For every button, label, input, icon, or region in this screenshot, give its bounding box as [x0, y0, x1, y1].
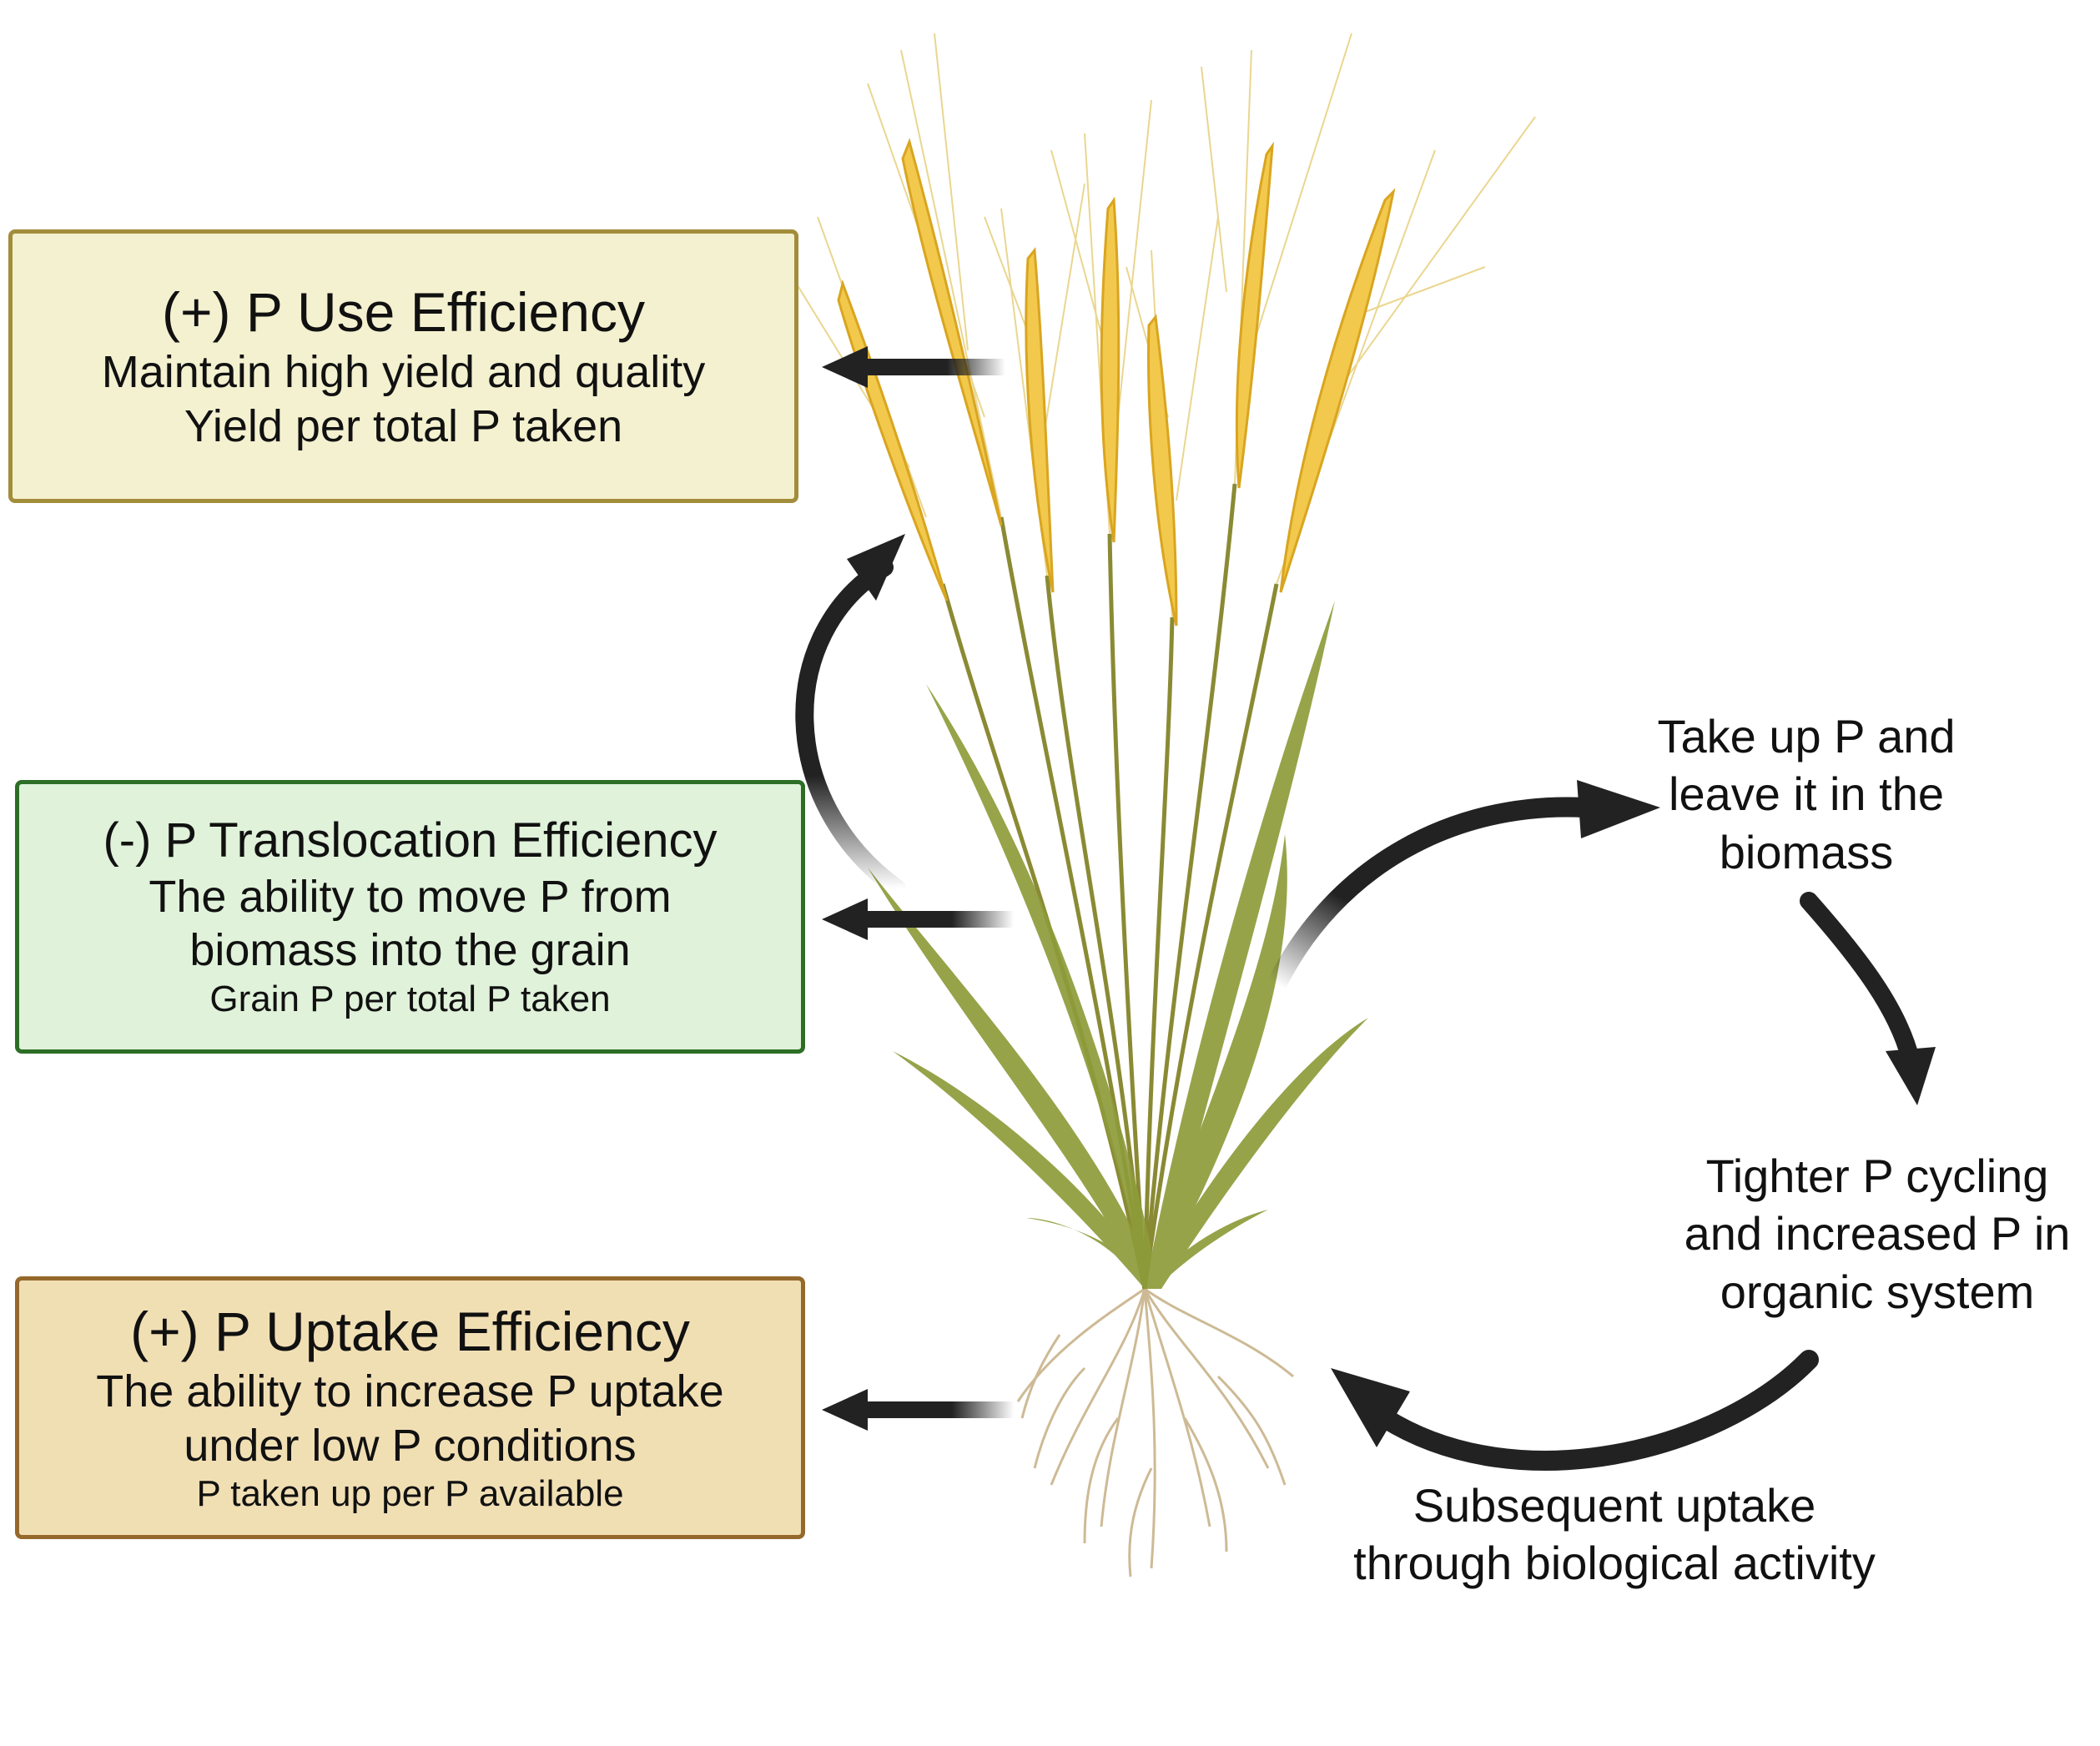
roots	[1016, 1287, 1294, 1577]
translocation-efficiency-line2: biomass into the grain	[189, 925, 631, 976]
use-efficiency-line1: Maintain high yield and quality	[101, 346, 706, 397]
cycle-label-uptake: Subsequent uptake through biological act…	[1297, 1477, 1931, 1593]
uptake-efficiency-line2: under low P conditions	[184, 1420, 637, 1471]
arrow-to-uptake-efficiency	[822, 1389, 1014, 1431]
use-efficiency-title: (+) P Use Efficiency	[162, 280, 645, 343]
cycle-arrow-to-biomass	[1267, 780, 1660, 994]
cycle-step3-line2: through biological activity	[1353, 1537, 1876, 1590]
arrow-to-translocation-efficiency	[822, 898, 1014, 940]
cycle-step2-line3: organic system	[1720, 1265, 2035, 1318]
cycle-step2-line1: Tighter P cycling	[1705, 1150, 2049, 1202]
cycle-arrow-to-cycling	[1800, 892, 1936, 1105]
cycle-step1-line3: biomass	[1719, 825, 1894, 878]
barley-plant-icon	[775, 33, 1536, 1577]
arrow-to-use-efficiency	[822, 346, 1005, 388]
cycle-label-biomass: Take up P and leave it in the biomass	[1589, 707, 2023, 881]
cycle-step1-line2: leave it in the	[1669, 767, 1944, 821]
uptake-efficiency-box: (+) P Uptake Efficiency The ability to i…	[15, 1276, 805, 1539]
uptake-efficiency-title: (+) P Uptake Efficiency	[130, 1300, 690, 1362]
grain-heads	[837, 138, 1396, 626]
translocation-efficiency-title: (-) P Translocation Efficiency	[103, 813, 718, 868]
translocation-efficiency-line1: The ability to move P from	[149, 871, 672, 922]
translocation-efficiency-line3: Grain P per total P taken	[209, 979, 611, 1020]
cycle-step3-line1: Subsequent uptake	[1413, 1479, 1816, 1532]
curved-arrow-translocation-to-grain	[795, 534, 906, 898]
cycle-arrow-to-uptake	[1331, 1350, 1819, 1471]
cycle-label-cycling: Tighter P cycling and increased P in org…	[1656, 1147, 2098, 1321]
uptake-efficiency-line1: The ability to increase P uptake	[96, 1366, 724, 1416]
use-efficiency-box: (+) P Use Efficiency Maintain high yield…	[8, 229, 798, 503]
cycle-step2-line2: and increased P in	[1684, 1207, 2071, 1260]
translocation-efficiency-box: (-) P Translocation Efficiency The abili…	[15, 780, 805, 1054]
cycle-step1-line1: Take up P and	[1657, 710, 1956, 762]
use-efficiency-line2: Yield per total P taken	[184, 400, 623, 451]
uptake-efficiency-line3: P taken up per P available	[196, 1473, 624, 1515]
leaves	[868, 601, 1368, 1289]
